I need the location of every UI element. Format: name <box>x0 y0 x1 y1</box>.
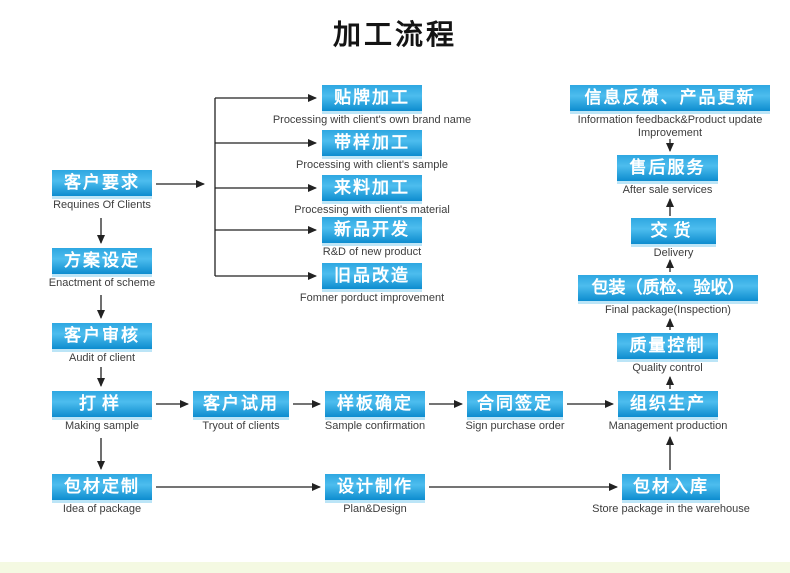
node-package-custom-box: 包材定制 <box>52 474 152 500</box>
node-delivery: 交货 Delivery <box>631 218 716 259</box>
node-improve-caption: Fomner porduct improvement <box>299 292 445 304</box>
node-audit-box: 客户审核 <box>52 323 152 349</box>
node-feedback-box: 信息反馈、产品更新 <box>570 85 770 111</box>
node-with-material-box: 来料加工 <box>322 175 422 201</box>
node-final-package-caption: Final package(Inspection) <box>605 304 731 316</box>
node-with-material: 来料加工 Processing with client's material <box>294 175 450 216</box>
node-scheme: 方案设定 Enactment of scheme <box>49 248 155 289</box>
node-with-material-caption: Processing with client's material <box>294 204 450 216</box>
node-delivery-caption: Delivery <box>653 247 694 259</box>
node-sample-caption: Making sample <box>65 420 139 432</box>
node-design-caption: Plan&Design <box>343 503 407 515</box>
node-package-custom: 包材定制 Idea of package <box>52 474 152 515</box>
node-after-sale-box: 售后服务 <box>617 155 718 181</box>
node-contract-box: 合同签定 <box>467 391 563 417</box>
node-sample-confirm-box: 样板确定 <box>325 391 425 417</box>
node-contract-caption: Sign purchase order <box>465 420 565 432</box>
node-tryout: 客户试用 Tryout of clients <box>193 391 289 432</box>
node-sample-box: 打样 <box>52 391 152 417</box>
node-after-sale: 售后服务 After sale services <box>617 155 718 196</box>
node-final-package-box: 包装（质检、验收） <box>578 275 758 301</box>
node-rnd-caption: R&D of new product <box>322 246 422 258</box>
node-scheme-box: 方案设定 <box>52 248 152 274</box>
node-rnd-box: 新品开发 <box>322 217 422 243</box>
node-client-requirements: 客户要求 Requines Of Clients <box>52 170 152 211</box>
node-client-requirements-box: 客户要求 <box>52 170 152 196</box>
node-production: 组织生产 Management production <box>609 391 727 432</box>
node-improve-box: 旧品改造 <box>322 263 422 289</box>
node-delivery-box: 交货 <box>631 218 716 244</box>
node-scheme-caption: Enactment of scheme <box>48 277 156 289</box>
node-package-custom-caption: Idea of package <box>62 503 142 515</box>
node-feedback-caption: Information feedback&Product update Impr… <box>577 114 763 140</box>
node-oem-caption: Processing with client's own brand name <box>272 114 472 126</box>
node-audit: 客户审核 Audit of client <box>52 323 152 364</box>
node-feedback: 信息反馈、产品更新 Information feedback&Product u… <box>570 85 770 139</box>
footer-strip <box>0 562 790 573</box>
node-contract: 合同签定 Sign purchase order <box>465 391 565 432</box>
node-final-package: 包装（质检、验收） Final package(Inspection) <box>578 275 758 316</box>
node-rnd: 新品开发 R&D of new product <box>322 217 422 258</box>
node-improve: 旧品改造 Fomner porduct improvement <box>300 263 444 304</box>
node-warehouse-box: 包材入库 <box>622 474 720 500</box>
node-oem: 贴牌加工 Processing with client's own brand … <box>273 85 471 126</box>
node-oem-box: 贴牌加工 <box>322 85 422 111</box>
node-client-requirements-caption: Requines Of Clients <box>53 199 151 211</box>
node-after-sale-caption: After sale services <box>622 184 713 196</box>
node-quality-caption: Quality control <box>632 362 703 374</box>
node-with-sample-caption: Processing with client's sample <box>296 159 448 171</box>
page-title: 加工流程 <box>332 19 458 50</box>
node-tryout-caption: Tryout of clients <box>202 420 280 432</box>
node-audit-caption: Audit of client <box>68 352 136 364</box>
node-with-sample: 带样加工 Processing with client's sample <box>296 130 448 171</box>
node-design-box: 设计制作 <box>325 474 425 500</box>
node-warehouse: 包材入库 Store package in the warehouse <box>592 474 750 515</box>
node-tryout-box: 客户试用 <box>193 391 289 417</box>
node-quality-box: 质量控制 <box>617 333 718 359</box>
node-warehouse-caption: Store package in the warehouse <box>592 503 750 515</box>
node-design: 设计制作 Plan&Design <box>325 474 425 515</box>
node-quality: 质量控制 Quality control <box>617 333 718 374</box>
node-sample: 打样 Making sample <box>52 391 152 432</box>
node-sample-confirm: 样板确定 Sample confirmation <box>325 391 425 432</box>
node-production-box: 组织生产 <box>618 391 718 417</box>
node-with-sample-box: 带样加工 <box>322 130 422 156</box>
node-production-caption: Management production <box>608 420 728 432</box>
node-sample-confirm-caption: Sample confirmation <box>324 420 426 432</box>
